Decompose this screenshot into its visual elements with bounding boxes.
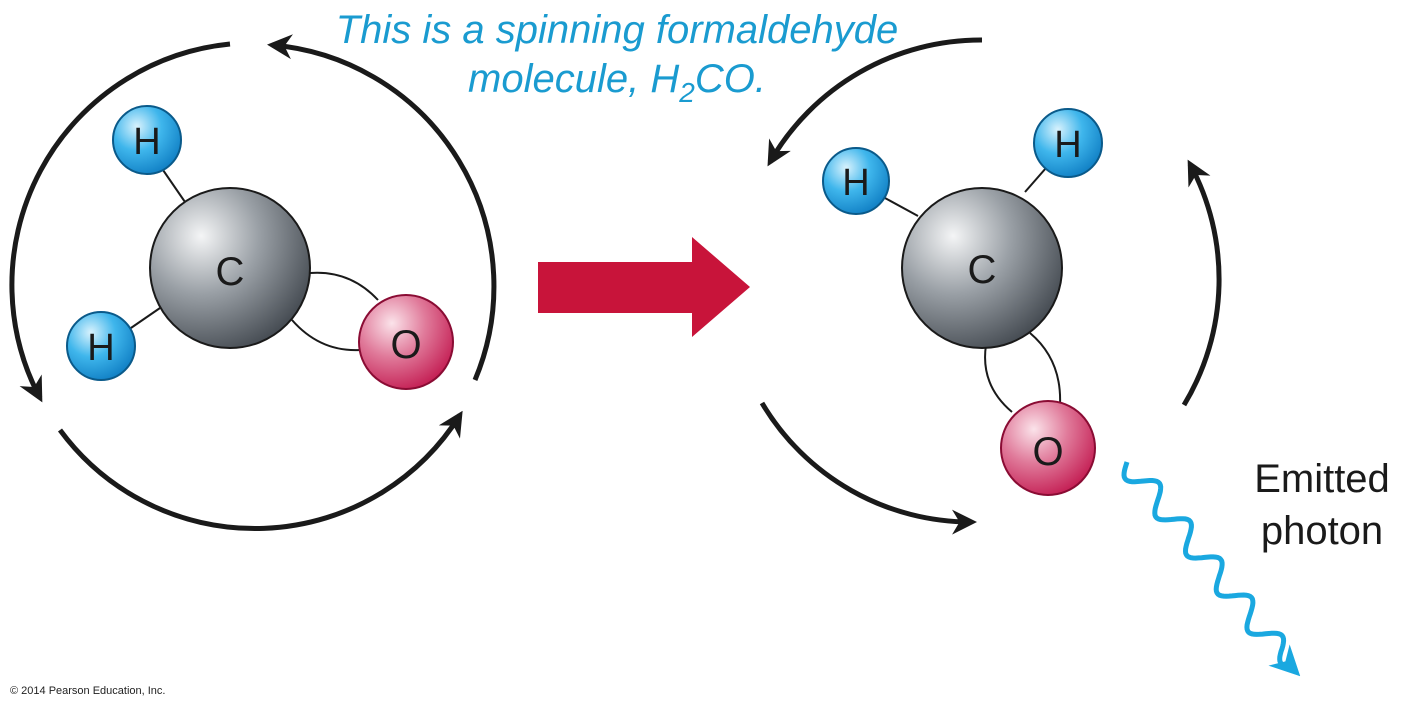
left-molecule: C H H O <box>66 105 454 390</box>
hydrogen-atom <box>66 311 136 381</box>
carbon-label: C <box>968 248 997 292</box>
rotation-arrow-top-left <box>9 41 231 403</box>
bond-ch <box>884 197 919 217</box>
right-molecule: C H H O <box>822 108 1103 496</box>
carbon-atom <box>901 187 1063 349</box>
bond-co-double <box>984 344 1013 413</box>
emitted-photon-label-line-1: Emitted <box>1254 457 1390 501</box>
hydrogen-label: H <box>87 327 114 369</box>
hydrogen-label: H <box>1054 124 1081 166</box>
oxygen-label: O <box>1032 430 1063 474</box>
bond-ch <box>1024 167 1047 193</box>
right-rotation-arrows <box>759 37 1222 535</box>
transition-arrow <box>538 237 750 337</box>
left-rotation-arrows <box>9 34 497 532</box>
bond-co-double <box>309 271 379 301</box>
bond-co-double <box>291 319 361 352</box>
rotation-arrow-bottom <box>57 410 463 532</box>
hydrogen-atom <box>1033 108 1103 178</box>
hydrogen-atom <box>822 147 890 215</box>
bond-ch <box>127 307 161 331</box>
rotation-arrow-top <box>767 37 983 167</box>
title-line-2: molecule, H2CO. <box>468 57 766 108</box>
oxygen-atom <box>358 294 454 390</box>
carbon-label: C <box>216 250 245 294</box>
hydrogen-atom <box>112 105 182 175</box>
copyright-notice: © 2014 Pearson Education, Inc. <box>10 685 166 697</box>
rotation-arrow-right <box>1181 159 1222 407</box>
emitted-photon-wave <box>1121 461 1301 677</box>
title-line-1: This is a spinning formaldehyde <box>336 8 899 52</box>
oxygen-atom <box>1000 400 1096 496</box>
oxygen-label: O <box>390 323 421 367</box>
carbon-atom <box>149 187 311 349</box>
bond-ch <box>162 169 186 203</box>
hydrogen-label: H <box>133 121 160 163</box>
rotation-arrow-bottom-left <box>759 401 977 535</box>
rotation-arrow-right <box>267 34 497 381</box>
hydrogen-label: H <box>842 162 869 204</box>
bond-co-double <box>1029 332 1062 406</box>
emitted-photon-label-line-2: photon <box>1261 509 1383 553</box>
